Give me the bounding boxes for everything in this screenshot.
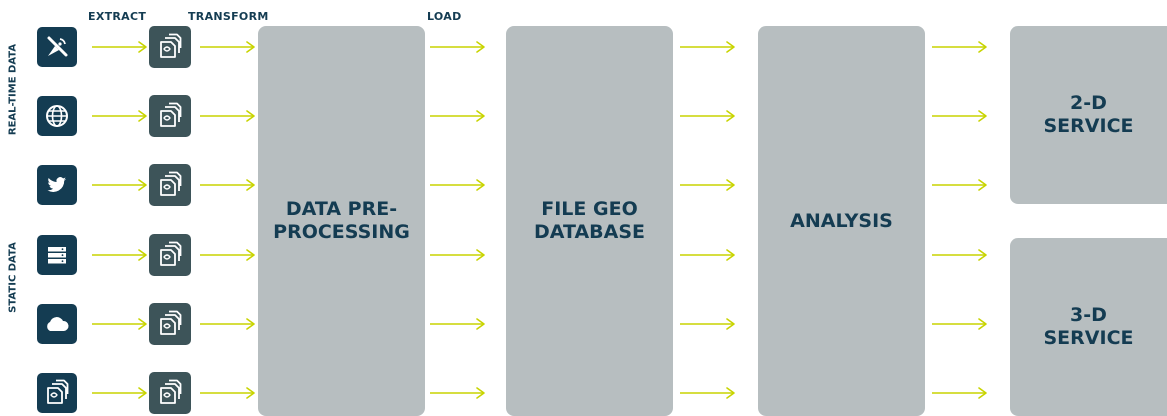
2d-service-block: 2-D SERVICE bbox=[1010, 26, 1167, 204]
transform-arrow bbox=[200, 317, 256, 331]
3d-service-line1: 3-D bbox=[1070, 304, 1107, 327]
transform-label: TRANSFORM bbox=[188, 10, 269, 23]
data-preprocessing-line1: DATA PRE- bbox=[285, 198, 398, 221]
analysis-arrow bbox=[680, 248, 736, 262]
documents-icon bbox=[149, 164, 191, 206]
transform-arrow bbox=[200, 248, 256, 262]
extract-arrow bbox=[92, 317, 148, 331]
3d-service-line2: SERVICE bbox=[1043, 327, 1134, 349]
service-arrow bbox=[932, 317, 988, 331]
analysis-label: ANALYSIS bbox=[790, 209, 893, 232]
twitter-bird-icon bbox=[37, 165, 77, 205]
analysis-arrow bbox=[680, 178, 736, 192]
documents-icon bbox=[149, 372, 191, 414]
transform-arrow bbox=[200, 178, 256, 192]
analysis-arrow bbox=[680, 317, 736, 331]
service-arrow bbox=[932, 386, 988, 400]
extract-arrow bbox=[92, 109, 148, 123]
service-arrow bbox=[932, 109, 988, 123]
load-arrow bbox=[430, 178, 486, 192]
load-arrow bbox=[430, 40, 486, 54]
transform-arrow bbox=[200, 386, 256, 400]
file-geo-database-line2: DATABASE bbox=[533, 221, 646, 243]
analysis-arrow bbox=[680, 386, 736, 400]
service-arrow bbox=[932, 178, 988, 192]
2d-service-line2: SERVICE bbox=[1043, 115, 1134, 137]
analysis-arrow bbox=[680, 40, 736, 54]
static-data-label: STATIC DATA bbox=[7, 242, 19, 313]
3d-service-block: 3-D SERVICE bbox=[1010, 238, 1167, 416]
cloud-icon bbox=[37, 304, 77, 344]
load-arrow bbox=[430, 386, 486, 400]
data-preprocessing-block: DATA PRE- PROCESSING bbox=[258, 26, 425, 416]
service-arrow bbox=[932, 40, 988, 54]
load-arrow bbox=[430, 109, 486, 123]
analysis-block: ANALYSIS bbox=[758, 26, 925, 416]
extract-arrow bbox=[92, 386, 148, 400]
file-geo-database-line1: FILE GEO bbox=[541, 198, 638, 221]
extract-arrow bbox=[92, 178, 148, 192]
data-preprocessing-line2: PROCESSING bbox=[273, 221, 410, 243]
documents-icon bbox=[149, 95, 191, 137]
transform-arrow bbox=[200, 40, 256, 54]
server-icon bbox=[37, 235, 77, 275]
load-arrow bbox=[430, 248, 486, 262]
documents-icon bbox=[37, 373, 77, 413]
documents-icon bbox=[149, 26, 191, 68]
service-arrow bbox=[932, 248, 988, 262]
globe-icon bbox=[37, 96, 77, 136]
file-geo-database-block: FILE GEO DATABASE bbox=[506, 26, 673, 416]
real-time-data-label: REAL-TIME DATA bbox=[7, 43, 19, 136]
satellite-dish-icon bbox=[37, 27, 77, 67]
documents-icon bbox=[149, 303, 191, 345]
load-label: LOAD bbox=[427, 10, 462, 23]
documents-icon bbox=[149, 234, 191, 276]
extract-label: EXTRACT bbox=[88, 10, 147, 23]
load-arrow bbox=[430, 317, 486, 331]
transform-arrow bbox=[200, 109, 256, 123]
analysis-arrow bbox=[680, 109, 736, 123]
2d-service-line1: 2-D bbox=[1070, 92, 1107, 115]
extract-arrow bbox=[92, 40, 148, 54]
extract-arrow bbox=[92, 248, 148, 262]
